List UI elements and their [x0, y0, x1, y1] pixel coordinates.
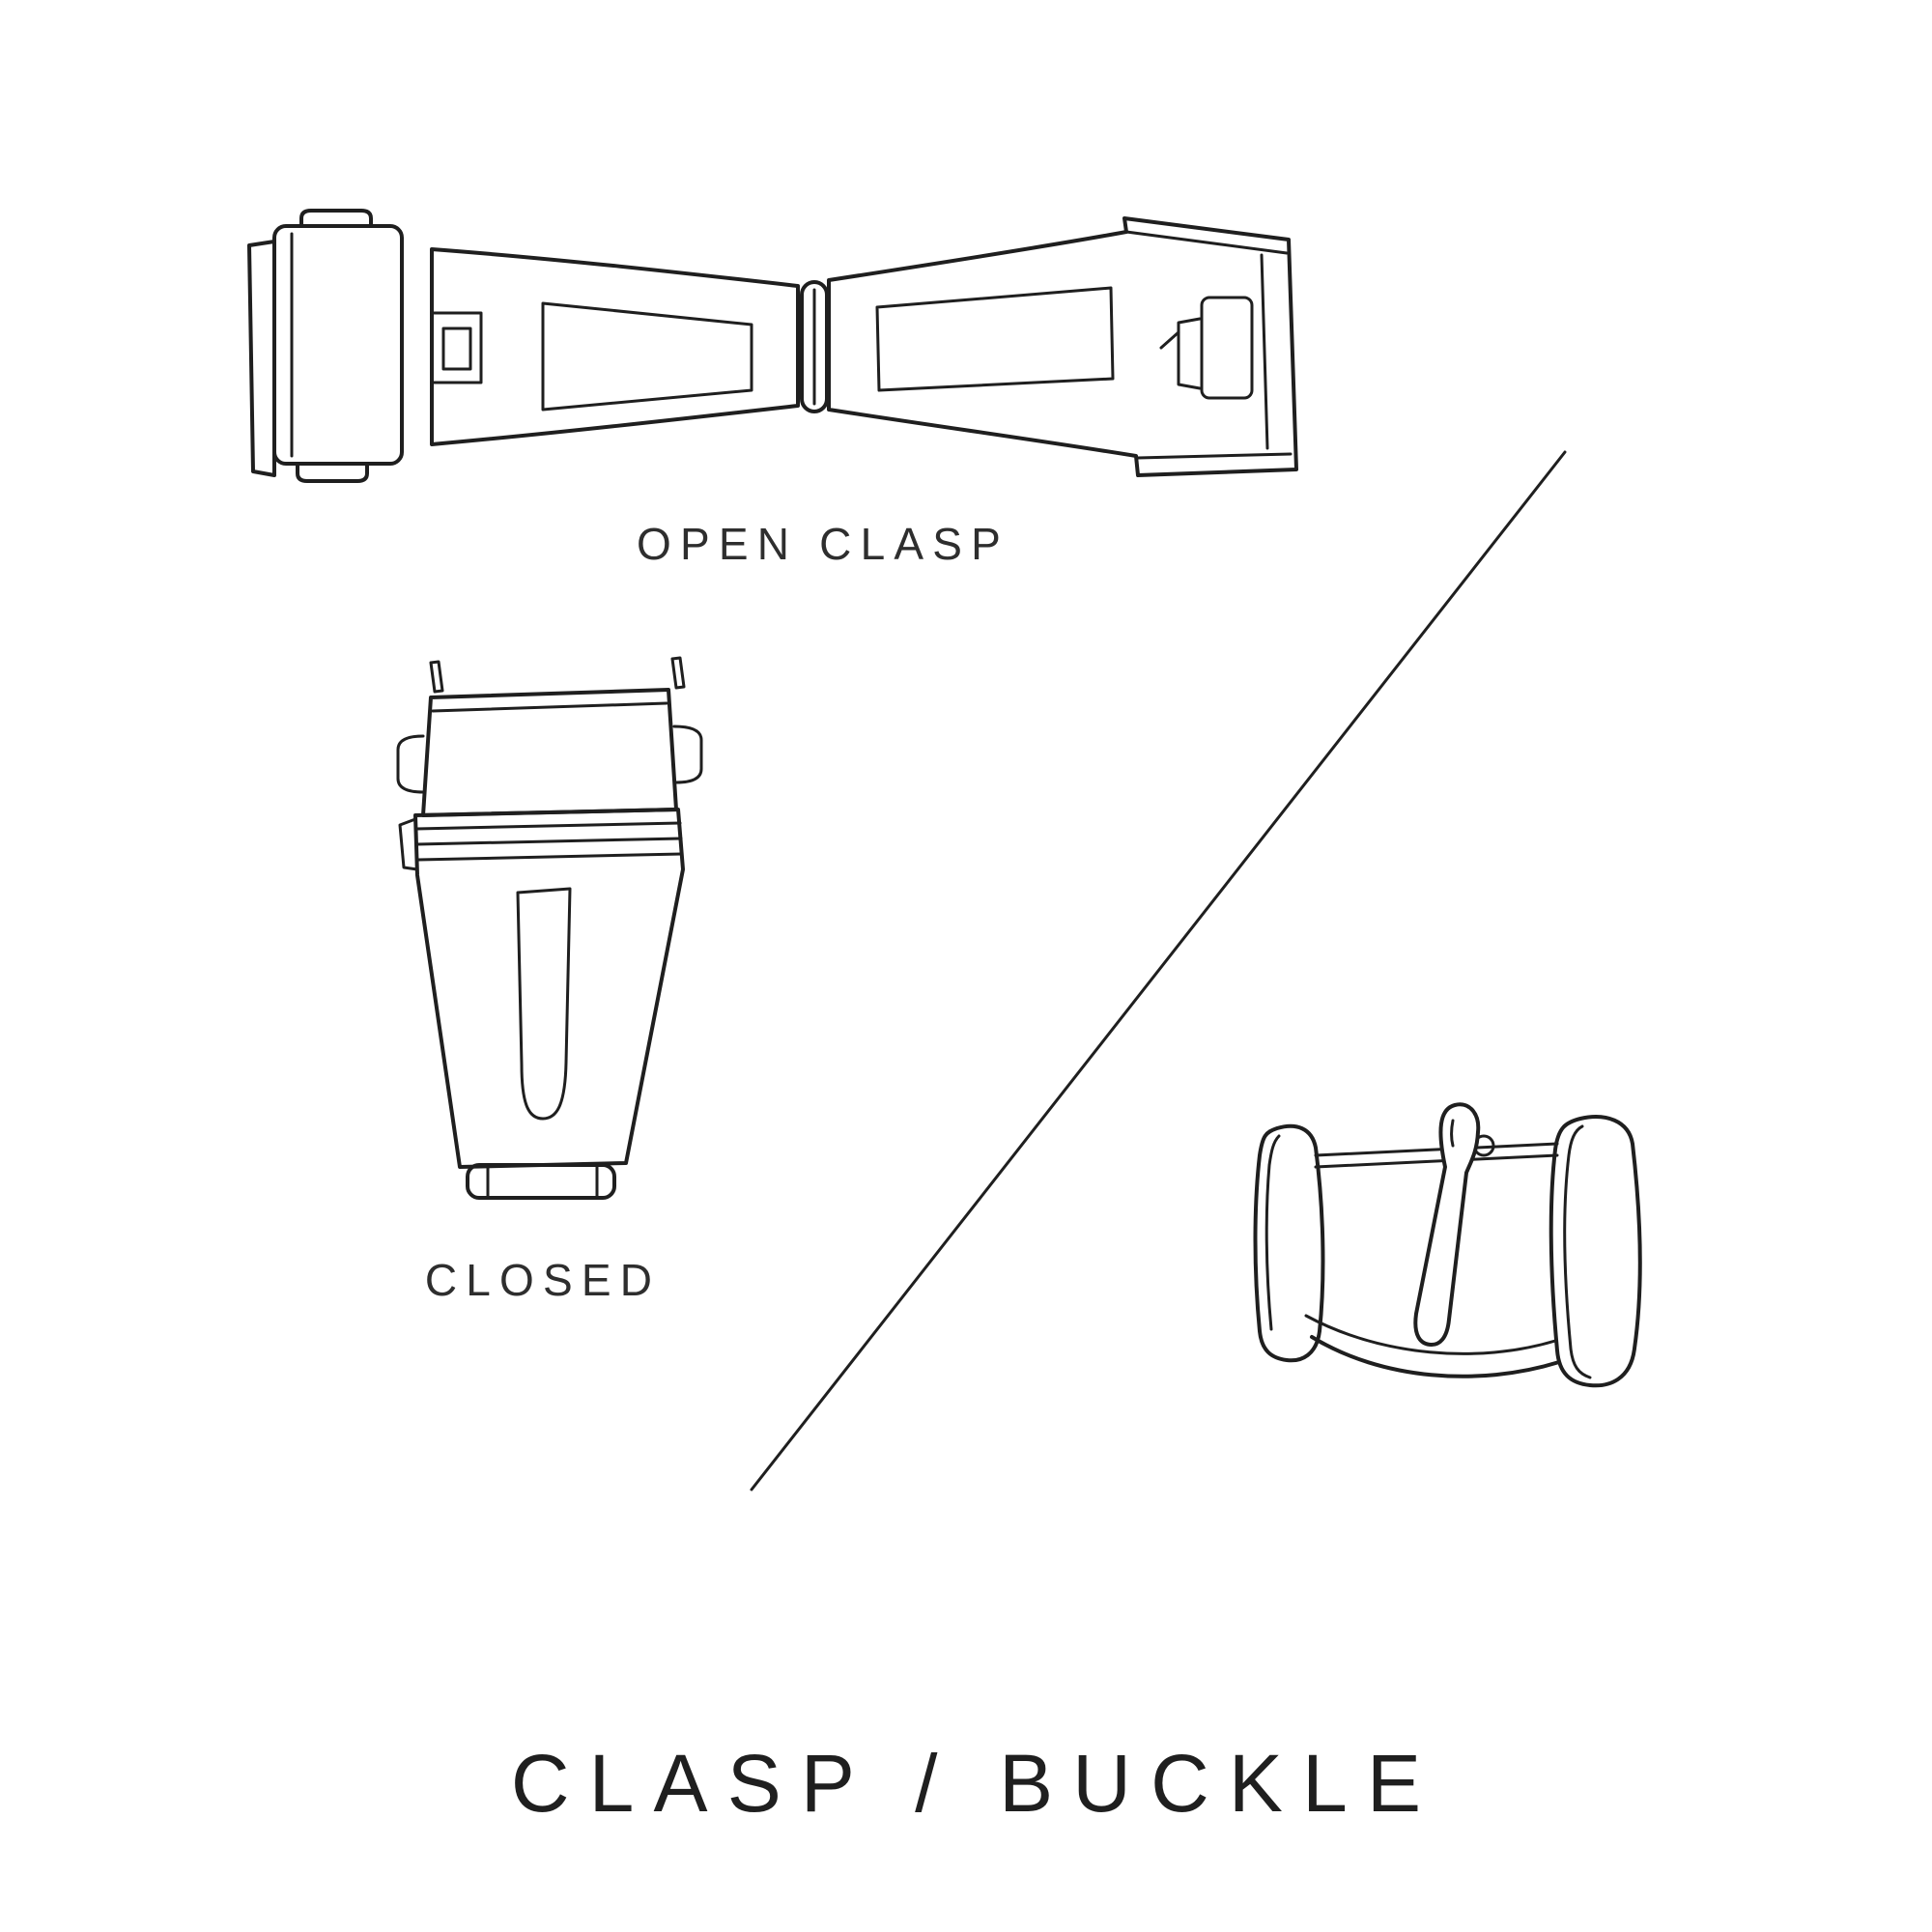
open-clasp-hinge-tab: [430, 311, 483, 384]
closed-clasp-right-prong: [670, 656, 686, 690]
open-clasp-right-arm-window: [875, 286, 1115, 392]
open-clasp-catch-plate: [1200, 296, 1254, 400]
closed-clasp-window: [516, 887, 572, 1121]
diagram-title: CLASP / BUCKLE: [510, 1738, 1441, 1829]
closed-clasp-bottom-cap: [466, 1163, 616, 1200]
open-clasp-catch-hook: [1159, 317, 1202, 390]
diagonal-line-divider: [750, 450, 1567, 1492]
open-clasp-end-strip: [247, 240, 276, 477]
closed-clasp-left-side-tab: [396, 734, 425, 794]
buckle-left-band-inner-line: [1264, 1134, 1281, 1331]
closed-clasp-left-prong: [429, 660, 444, 694]
closed-clasp-label: CLOSED: [424, 1255, 662, 1305]
open-clasp-label: OPEN CLASP: [637, 519, 1009, 569]
buckle-pin-bar-top: [1314, 1142, 1559, 1157]
open-clasp-right-bottom-bar-line: [1136, 452, 1293, 460]
open-clasp-illustration: [247, 209, 1298, 483]
buckle-bottom-bar-outer: [1310, 1335, 1561, 1378]
closed-clasp-band-line-1: [414, 821, 682, 831]
open-clasp-right-top-bar-line: [1124, 230, 1289, 255]
closed-clasp-band-notch: [398, 817, 419, 871]
buckle-left-band: [1253, 1123, 1325, 1363]
buckle-tongue-loop-line: [1450, 1119, 1455, 1148]
closed-clasp-body: [413, 808, 685, 1169]
open-clasp-left-arm-window: [541, 301, 753, 412]
buckle-bottom-bar-inner: [1304, 1314, 1557, 1355]
buckle-right-band-inner-line: [1563, 1124, 1592, 1379]
buckle-right-band: [1548, 1115, 1642, 1388]
closed-clasp-band-line-3: [416, 852, 684, 862]
open-clasp-end-body: [272, 224, 404, 466]
closed-clasp-top-box-line: [431, 701, 668, 713]
open-clasp-right-arm: [827, 216, 1298, 477]
buckle-illustration: [1253, 1102, 1642, 1388]
buckle-pin-bar-bottom: [1314, 1153, 1559, 1169]
closed-clasp-band-line-2: [415, 837, 683, 846]
closed-clasp-right-side-tab: [672, 724, 703, 784]
open-clasp-hinge-hole: [441, 327, 472, 371]
buckle-tongue: [1413, 1102, 1481, 1347]
open-clasp-end-bottom-tab: [296, 462, 369, 483]
open-clasp-left-arm: [430, 247, 800, 446]
open-clasp-right-edge-line: [1260, 253, 1269, 450]
open-clasp-end-top-tab: [299, 209, 373, 228]
closed-clasp-illustration: [396, 656, 703, 1200]
